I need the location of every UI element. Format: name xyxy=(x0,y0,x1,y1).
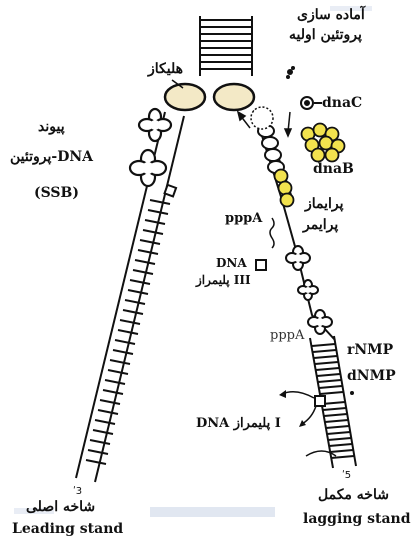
dot-near-dnmp xyxy=(350,391,354,395)
pppa-top-label: pppA xyxy=(225,212,262,225)
helicase-label: هلیکاز xyxy=(148,62,183,76)
leading-polymerase-square xyxy=(165,185,177,197)
ssb-label-line3: (SSB) xyxy=(34,186,79,200)
loose-dots xyxy=(286,66,295,79)
lagging-strand-label-en: lagging stand xyxy=(303,512,411,526)
dna-pol1-label: DNA پلیمراز I xyxy=(196,417,281,430)
preprimosome-label-line2: پروتئین اولیه xyxy=(289,28,362,42)
primer-label: پرایمر xyxy=(303,218,338,232)
helicase-shape xyxy=(165,84,254,110)
parental-dna-ladder xyxy=(200,16,252,76)
primase-label: پرایماز xyxy=(305,197,344,211)
ssb-proteins-right xyxy=(286,246,332,334)
dna-pol1-square xyxy=(315,396,325,406)
pol1-arrows xyxy=(282,392,336,456)
preprimosome-label-line1: آماده سازی xyxy=(297,8,365,22)
primer-squiggle xyxy=(270,218,274,248)
leading-strand-label-fa: شاخه اصلی xyxy=(26,500,95,514)
dnmp-label: dNMP xyxy=(347,369,396,383)
leading-strand-label-en: Leading stand xyxy=(12,522,123,536)
rnmp-label: rNMP xyxy=(347,343,393,357)
primosome-dotted-circle xyxy=(251,107,273,129)
pol1-arrowheads xyxy=(279,390,306,427)
lagging-5prime-mark: ʹ5 xyxy=(342,469,351,481)
pppa-bottom-label: pppA xyxy=(270,329,304,342)
ssb-label-line2: پروتئین-DNA xyxy=(10,150,93,164)
leading-3prime-mark: ʹ3 xyxy=(73,485,82,497)
dnac-protein xyxy=(301,97,313,109)
dnac-label: dnaC xyxy=(322,96,362,110)
ssb-proteins-left xyxy=(130,109,171,186)
ssb-label-line1: پیوند xyxy=(38,120,65,134)
lagging-strand-label-fa: شاخه مکمل xyxy=(318,488,389,502)
dna-pol3-label-line1: DNA xyxy=(216,257,247,269)
dna-pol3-square xyxy=(256,260,266,270)
dnab-label: dnaB xyxy=(313,162,354,176)
scan-blotches xyxy=(14,6,372,517)
dna-pol3-label-line2: پلیمراز III xyxy=(196,274,251,286)
